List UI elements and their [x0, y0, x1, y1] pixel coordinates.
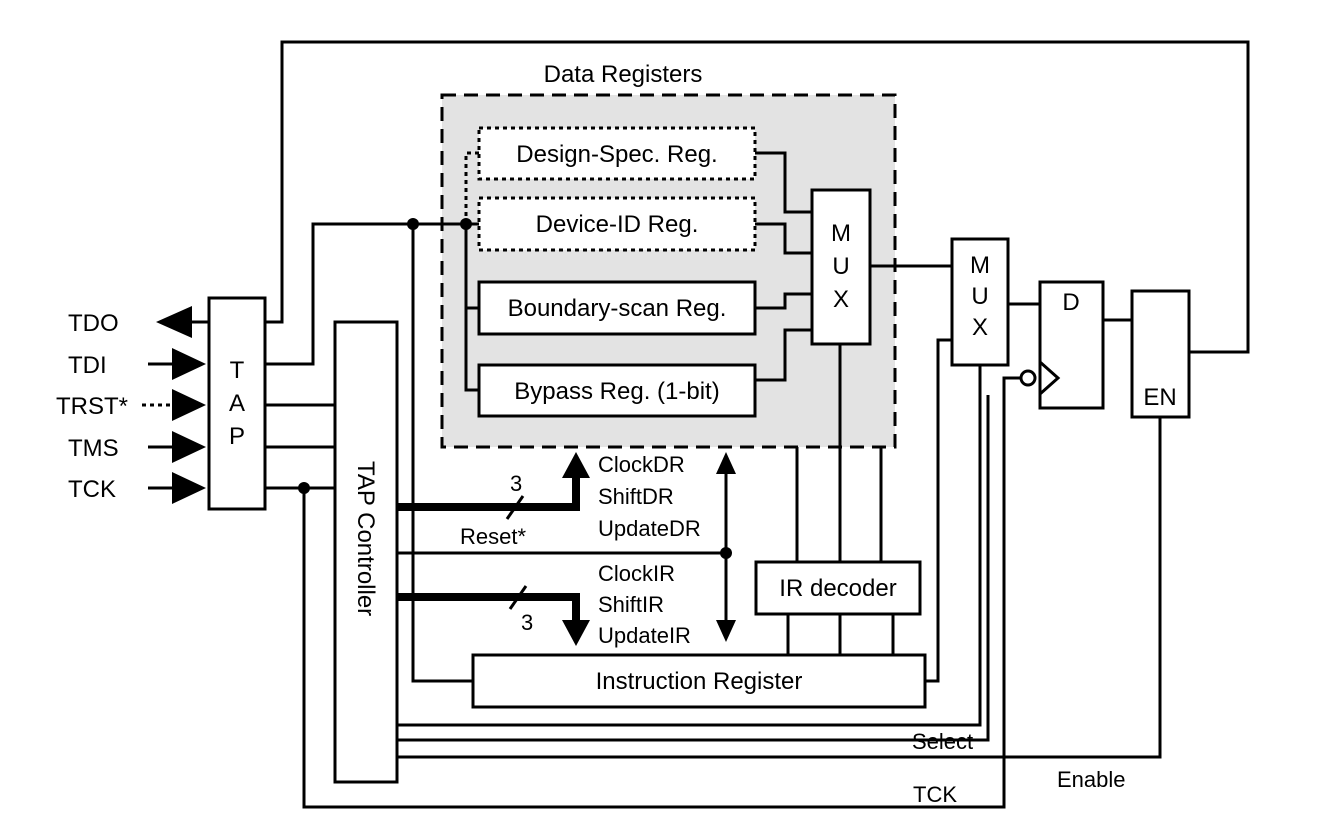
- bypass-to-mux-wire: [755, 328, 812, 382]
- tdo-pin-arrow: [156, 306, 192, 338]
- dr-control-bus: [397, 472, 580, 511]
- design-spec-register-label: Design-Spec. Reg.: [516, 141, 717, 168]
- tdi-wire: [265, 222, 466, 366]
- device-id-register-label: Device-ID Reg.: [536, 211, 699, 238]
- mux1-letter-m: M: [831, 220, 851, 247]
- mux1-letter-u: U: [832, 253, 849, 280]
- data-registers-title: Data Registers: [544, 61, 703, 88]
- label-clock-dr: ClockDR: [598, 452, 685, 477]
- d-flipflop: [1038, 280, 1105, 410]
- select-wire: [397, 365, 982, 727]
- device-id-to-mux-wire: [755, 222, 812, 255]
- dr-bus-slash: [505, 495, 525, 520]
- label-select: Select: [912, 729, 973, 754]
- tap-controller-label: TAP Controller: [352, 461, 379, 616]
- ir-decoder: [754, 560, 922, 616]
- boundary-scan-register: [477, 280, 757, 336]
- mux1-letter-x: X: [833, 286, 849, 313]
- ir-bus-slash: [508, 585, 528, 610]
- junction-tdi-main: [407, 218, 419, 230]
- label-clock-ir: ClockIR: [598, 561, 675, 586]
- label-update-dr: UpdateDR: [598, 516, 701, 541]
- tdo-feedback-wire: [265, 40, 1250, 354]
- controller-to-flipflop-wire: [397, 395, 990, 742]
- flipflop-d-label: D: [1062, 289, 1079, 316]
- label-shift-dr: ShiftDR: [598, 484, 674, 509]
- label-reset: Reset*: [460, 524, 526, 549]
- output-mux: [950, 237, 1010, 367]
- label-tck-bottom: TCK: [913, 782, 957, 807]
- tck-pin-arrow: [172, 472, 206, 504]
- bypass-register: [477, 363, 757, 418]
- tdi-to-boundary-bypass: [464, 224, 479, 392]
- pin-trst-label: TRST*: [56, 393, 128, 420]
- device-id-register: [477, 196, 757, 252]
- tck-bottom-wire: [302, 376, 1021, 809]
- tap-letter-a: A: [229, 390, 245, 417]
- ir-control-bus: [397, 593, 580, 624]
- instruction-register-label: Instruction Register: [596, 668, 803, 695]
- label-update-ir: UpdateIR: [598, 623, 691, 648]
- enable-block-label: EN: [1143, 384, 1176, 411]
- label-shift-ir: ShiftIR: [598, 592, 664, 617]
- pin-tck-label: TCK: [68, 476, 116, 503]
- label-enable: Enable: [1057, 767, 1126, 792]
- pin-tms-label: TMS: [68, 435, 119, 462]
- clock-input-triangle: [1039, 360, 1061, 396]
- tap-letter-t: T: [230, 357, 245, 384]
- pin-tdo-label: TDO: [68, 310, 119, 337]
- pin-tdi-label: TDI: [68, 352, 107, 379]
- reset-arrow-down: [716, 620, 736, 642]
- tap-letter-p: P: [229, 423, 245, 450]
- ir-decoder-label: IR decoder: [779, 575, 896, 602]
- boundary-scan-register-label: Boundary-scan Reg.: [508, 295, 727, 322]
- mux2-letter-u: U: [971, 283, 988, 310]
- ir-bus-width: 3: [521, 610, 533, 635]
- ir-bus-arrow: [562, 620, 590, 646]
- tap-block: [207, 296, 267, 511]
- enable-wire: [397, 417, 1162, 759]
- trst-pin-arrow: [172, 389, 206, 421]
- tdi-to-instruction-wire: [411, 224, 473, 683]
- bypass-register-label: Bypass Reg. (1-bit): [514, 378, 719, 405]
- tms-pin-arrow: [172, 431, 206, 463]
- reset-arrow-up: [716, 452, 736, 474]
- tdi-pin-arrow: [172, 348, 206, 380]
- tap-controller: [333, 320, 399, 784]
- dr-bus-arrow: [562, 452, 590, 478]
- mux2-letter-m: M: [970, 252, 990, 279]
- enable-block: [1130, 289, 1191, 419]
- design-spec-register: [477, 126, 757, 181]
- design-spec-to-mux-wire: [755, 151, 812, 214]
- boundary-to-mux-wire: [755, 292, 812, 310]
- mux2-letter-x: X: [972, 314, 988, 341]
- ir-to-mux2-wire: [925, 338, 952, 683]
- instruction-register: [471, 653, 927, 709]
- dr-bus-width: 3: [510, 471, 522, 496]
- inverted-clock-bubble: [1019, 369, 1037, 387]
